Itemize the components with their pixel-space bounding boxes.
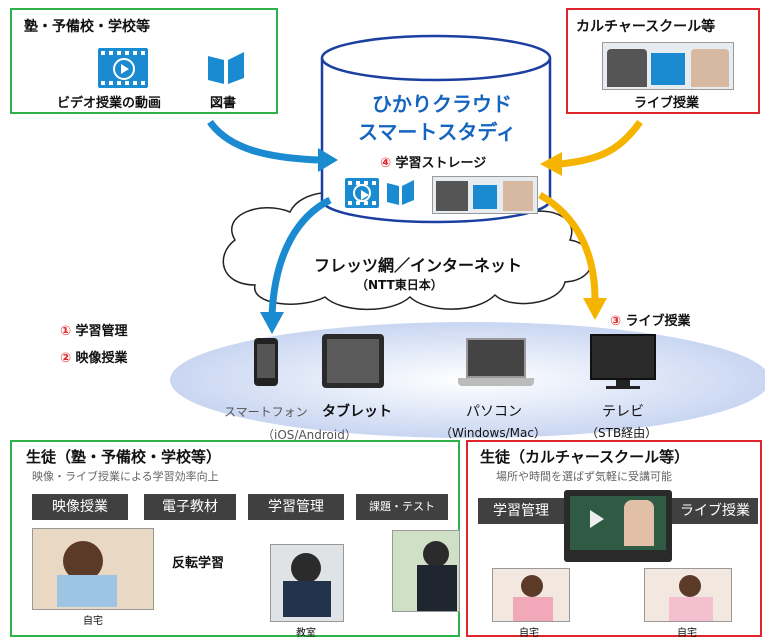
arrow-teacher-to-cloud [207,119,319,164]
feature-num-2: ② [60,351,72,366]
live-class-screen-image [602,42,734,90]
service-name-line1: ひかりクラウド [372,92,512,116]
culture-home-caption-2: 自宅 [677,628,697,639]
feature-label-1: 学習管理 [75,324,128,339]
feature-label-2: 映像授業 [75,351,128,366]
classroom-caption: 教室 [296,628,316,639]
students-culture-title: 生徒（カルチャースクール等） [480,448,690,466]
device-tablet-name: タブレット [322,404,392,420]
students-culture-box: 生徒（カルチャースクール等） 場所や時間を選ばず気軽に受講可能 学習管理 ライブ… [466,440,762,639]
tab-e-materials: 電子教材 [144,494,236,520]
tab-culture-live-class: ライブ授業 [672,498,758,524]
arrow-culture-to-cloud [559,119,643,168]
culture-home-caption-1: 自宅 [519,628,539,639]
students-school-subtitle: 映像・ライブ授業による学習効率向上 [32,470,219,483]
book-icon [206,50,246,86]
smartphone-icon [254,338,278,386]
culture-home-photo-2 [644,568,732,622]
tv-icon [590,334,656,390]
feature-label-3: ライブ授業 [625,314,691,329]
culture-home-photo-1 [492,568,570,622]
storage-label: 学習ストレージ [395,156,487,171]
school-source-title: 塾・予備校・学校等 [24,19,150,35]
flip-learning-label: 反転学習 [172,556,225,571]
teacher-photo [392,530,460,612]
device-smartphone-name: スマートフォン [224,405,308,419]
book-label: 図書 [210,96,237,111]
classroom-photo [270,544,344,622]
students-culture-subtitle: 場所や時間を選ばず気軽に受講可能 [496,470,672,483]
device-tv-sub: （STB経由） [586,426,658,440]
tab-assignments-tests: 課題・テスト [356,494,448,520]
device-pc-sub: （Windows/Mac） [440,426,546,440]
storage-number: ④ [380,156,392,171]
device-smartphone-sub: （iOS/Android） [262,428,357,442]
arrow-cloud-to-smartphone [268,196,332,316]
feature-live-class: ③ ライブ授業 [610,310,691,329]
live-label: ライブ授業 [634,96,700,111]
feature-num-3: ③ [610,314,622,329]
device-tv-name: テレビ [602,404,644,420]
tab-video-class: 映像授業 [32,494,128,520]
culture-source-box: カルチャースクール等 ライブ授業 [566,8,760,114]
storage-label-row: ④ 学習ストレージ [380,152,486,171]
network-provider: （NTT東日本） [356,278,443,292]
home-caption: 自宅 [83,616,103,627]
tab-culture-learning-management: 学習管理 [478,498,564,524]
feature-learning-management: ① 学習管理 [60,320,128,339]
live-class-monitor [564,490,672,562]
student-home-photo [32,528,154,610]
network-name: フレッツ網／インターネット [314,256,523,275]
service-name-line2: スマートスタディ [358,120,516,144]
arrow-cloud-to-tv [538,191,599,301]
feature-video-class: ② 映像授業 [60,347,128,366]
video-film-icon [98,48,148,88]
video-label: ビデオ授業の動画 [57,96,162,111]
students-school-title: 生徒（塾・予備校・学校等） [26,448,222,466]
device-pc-name: パソコン [466,404,522,420]
tab-learning-management: 学習管理 [248,494,344,520]
storage-book-icon [386,178,416,206]
tablet-icon [322,334,384,388]
school-source-box: 塾・予備校・学校等 ビデオ授業の動画 図書 [10,8,278,114]
students-school-box: 生徒（塾・予備校・学校等） 映像・ライブ授業による学習効率向上 映像授業 電子教… [10,440,460,639]
storage-video-icon [345,178,379,208]
storage-live-screen [432,176,538,214]
laptop-icon [458,338,534,390]
culture-source-title: カルチャースクール等 [576,19,716,35]
feature-num-1: ① [60,324,72,339]
